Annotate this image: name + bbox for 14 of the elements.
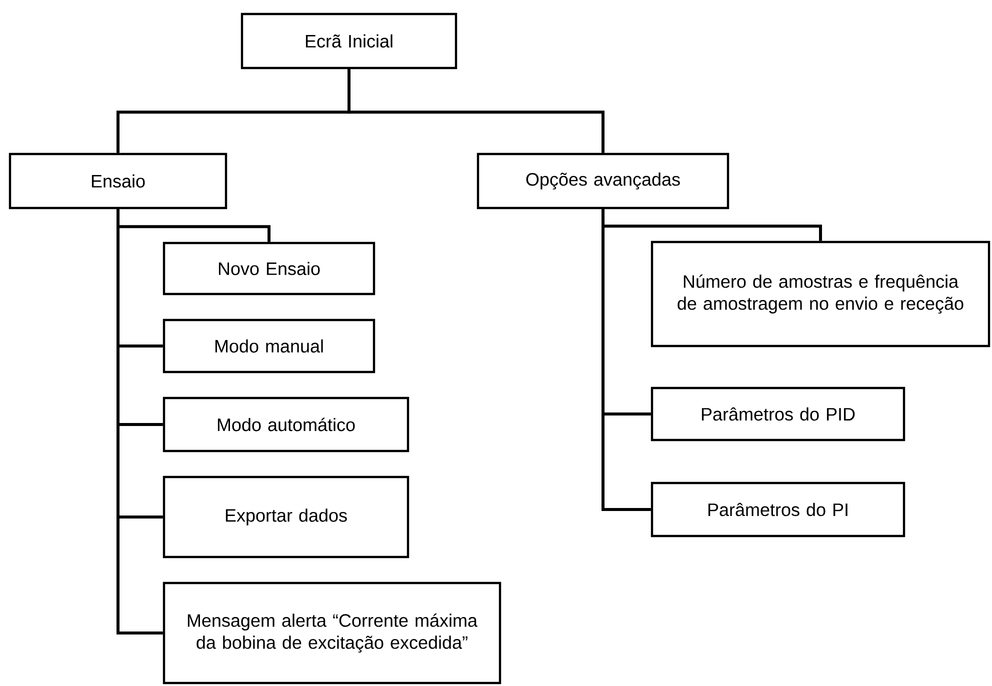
menu-box: Modo manual <box>162 318 376 374</box>
menu-box: Ensaio <box>8 152 228 210</box>
menu-box: Novo Ensaio <box>162 242 376 296</box>
menu-box: Número de amostras e frequência de amostragem no envio e receção <box>650 240 990 348</box>
menu-box: Parâmetros do PI <box>650 482 906 538</box>
menu-box: Exportar dados <box>162 476 410 558</box>
connector-line <box>116 209 163 634</box>
menu-box: Mensagem alerta “Corrente máxima da bobina de excitação excedida” <box>162 582 502 684</box>
menu-box: Parâmetros do PID <box>650 386 906 442</box>
menu-box: Modo automático <box>162 396 410 452</box>
connector-line <box>348 69 604 153</box>
connector-line <box>602 209 651 511</box>
menu-box: Opções avançadas <box>476 152 730 210</box>
menu-box: Ecrã Inicial <box>240 12 458 70</box>
